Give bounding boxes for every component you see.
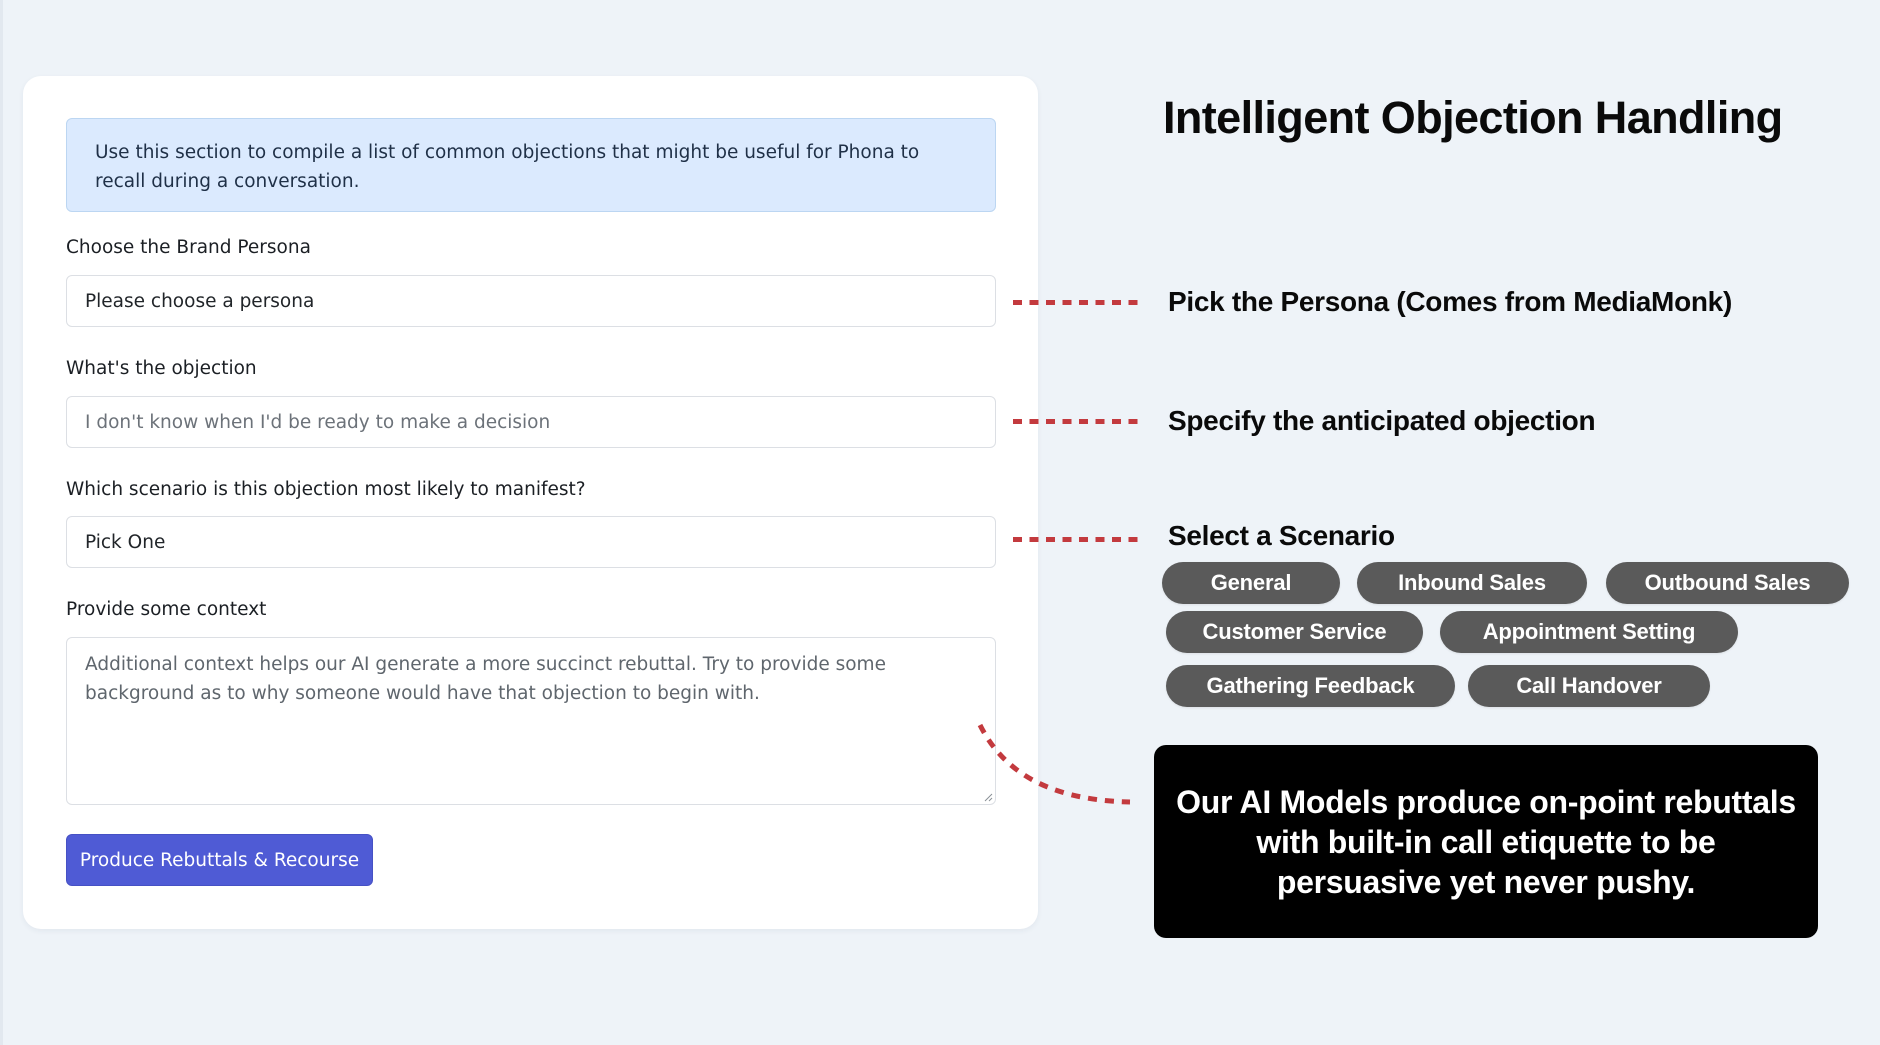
objection-input[interactable]: I don't know when I'd be ready to make a… — [66, 396, 996, 448]
scenario-annotation: Select a Scenario — [1168, 520, 1395, 551]
connector-objection — [1013, 419, 1139, 424]
objection-form-card: Use this section to compile a list of co… — [23, 76, 1038, 929]
scenario-pill-gathering-feedback[interactable]: Gathering Feedback — [1166, 665, 1455, 707]
scenario-select[interactable]: Pick One — [66, 516, 996, 568]
context-textarea[interactable]: Additional context helps our AI generate… — [66, 637, 996, 805]
resize-grip-icon[interactable] — [983, 792, 993, 802]
info-alert: Use this section to compile a list of co… — [66, 118, 996, 212]
ai-models-callout: Our AI Models produce on-point rebuttals… — [1154, 745, 1818, 938]
connector-context-curve — [977, 723, 1131, 805]
objection-label: What's the objection — [66, 358, 257, 379]
persona-annotation: Pick the Persona (Comes from MediaMonk) — [1168, 286, 1732, 317]
objection-annotation: Specify the anticipated objection — [1168, 405, 1596, 436]
scenario-label: Which scenario is this objection most li… — [66, 479, 586, 500]
persona-select-value: Please choose a persona — [85, 290, 315, 312]
context-textarea-placeholder: Additional context helps our AI generate… — [85, 654, 886, 704]
scenario-pill-outbound-sales[interactable]: Outbound Sales — [1606, 562, 1849, 604]
scenario-pill-call-handover[interactable]: Call Handover — [1468, 665, 1710, 707]
page-title: Intelligent Objection Handling — [1163, 92, 1783, 143]
connector-persona — [1013, 300, 1139, 305]
produce-rebuttals-button[interactable]: Produce Rebuttals & Recourse — [66, 834, 373, 886]
objection-input-placeholder: I don't know when I'd be ready to make a… — [85, 411, 551, 433]
page-left-edge — [0, 0, 3, 1045]
persona-select[interactable]: Please choose a persona — [66, 275, 996, 327]
connector-scenario — [1013, 537, 1139, 542]
scenario-pill-appointment-setting[interactable]: Appointment Setting — [1440, 611, 1738, 653]
scenario-pill-inbound-sales[interactable]: Inbound Sales — [1357, 562, 1587, 604]
persona-label: Choose the Brand Persona — [66, 237, 311, 258]
scenario-pill-customer-service[interactable]: Customer Service — [1166, 611, 1423, 653]
scenario-pill-general[interactable]: General — [1162, 562, 1340, 604]
context-label: Provide some context — [66, 599, 267, 620]
scenario-select-value: Pick One — [85, 531, 166, 553]
